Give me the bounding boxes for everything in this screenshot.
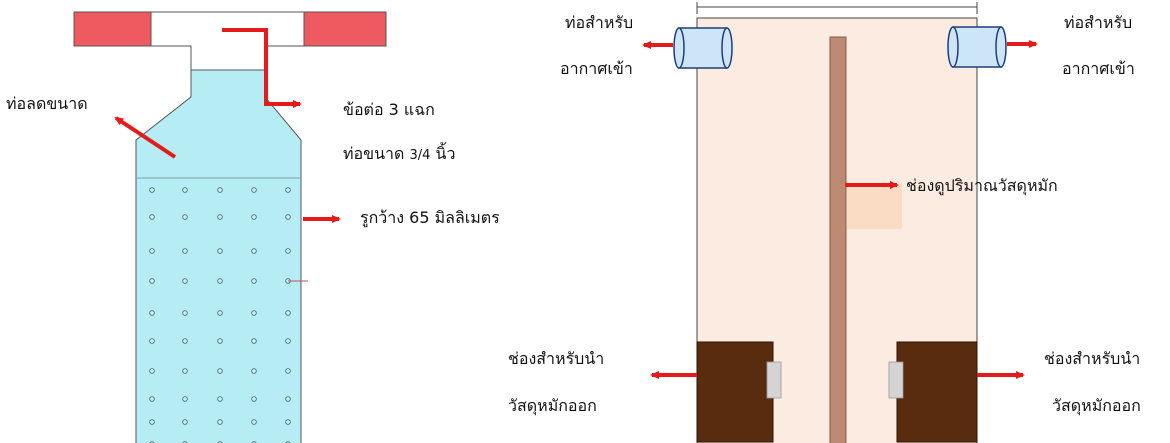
perforation-hole [182,248,188,254]
label-pipe-size: ท่อขนาด 3/4 นิ้ว [343,144,455,166]
perforation-hole [285,187,291,193]
perforation-hole [251,248,257,254]
perforation-hole [251,310,257,316]
perforation-hole [182,187,188,193]
air-pipe-left [673,27,733,69]
reducer-cone [135,69,302,179]
label-holes: รูกว้าง 65 มิลลิเมตร [360,208,500,227]
perforation-hole [251,187,257,193]
perforation-hole [149,396,155,402]
perforation-hole [285,248,291,254]
cap-right [303,11,387,47]
label-air-left-line2: อากาศเข้า [560,59,633,78]
label-pipe-prefix: ท่อขนาด [343,144,410,163]
perforation-hole [285,368,291,374]
perforation-hole [149,368,155,374]
perforation-hole [285,396,291,402]
perforation-hole [251,396,257,402]
perforation-hole [217,248,223,254]
perforation-hole [251,419,257,425]
perforation-hole [149,248,155,254]
perforation-hole [182,338,188,344]
label-output-right-line1: ช่องสำหรับนำ [1044,349,1141,368]
perforation-hole [251,278,257,284]
perforation-hole [285,419,291,425]
perforation-hole [182,214,188,220]
perforation-hole [182,310,188,316]
perforation-hole [285,310,291,316]
perforation-hole [251,214,257,220]
perforation-hole [182,368,188,374]
label-reducer: ท่อลดขนาด [6,94,88,113]
label-output-left-line1: ช่องสำหรับนำ [508,349,605,368]
perforation-hole [182,419,188,425]
perforation-hole [285,338,291,344]
air-pipe-right [947,26,1007,68]
perforation-hole [217,368,223,374]
label-air-left-line1: ท่อสำหรับ [565,13,634,32]
label-air-right-line1: ท่อสำหรับ [1064,13,1133,32]
cap-left [73,11,152,47]
perforation-hole [217,419,223,425]
perforation-hole [217,396,223,402]
perforation-hole [251,338,257,344]
label-output-right-line2: วัสดุหมักออก [1052,396,1141,415]
door-handle-left [766,361,782,399]
arrow-tee [222,28,302,108]
label-output-left-line2: วัสดุหมักออก [508,396,597,415]
label-viewing-window: ช่องดูปริมาณวัสดุหมัก [906,176,1058,195]
perforation-hole [149,187,155,193]
output-door-left [696,341,774,443]
perforation-hole [217,310,223,316]
perforation-hole [217,187,223,193]
perforation-hole [182,396,188,402]
hole-grid [149,187,291,443]
label-pipe-size-value: 3/4 [409,148,431,163]
perforation-hole [217,338,223,344]
perforation-hole [149,214,155,220]
perforation-hole [149,278,155,284]
perforation-hole [285,214,291,220]
perforation-hole [251,368,257,374]
perforation-hole [149,338,155,344]
door-handle-right [888,361,904,399]
label-tee-connector: ข้อต่อ 3 แฉก [343,100,435,119]
perforation-hole [217,278,223,284]
viewing-window [847,184,902,229]
perforation-hole [149,419,155,425]
output-door-right [896,341,978,443]
perforation-hole [149,310,155,316]
arrow-reducer [114,116,177,159]
left-pipe-diagram [73,11,387,443]
perforation-hole [182,278,188,284]
center-rod [829,36,847,443]
tee-connector [150,11,305,71]
label-air-right-line2: อากาศเข้า [1062,59,1135,78]
label-pipe-suffix: นิ้ว [430,144,456,163]
perforation-hole [217,214,223,220]
right-tank-diagram [673,2,1007,443]
